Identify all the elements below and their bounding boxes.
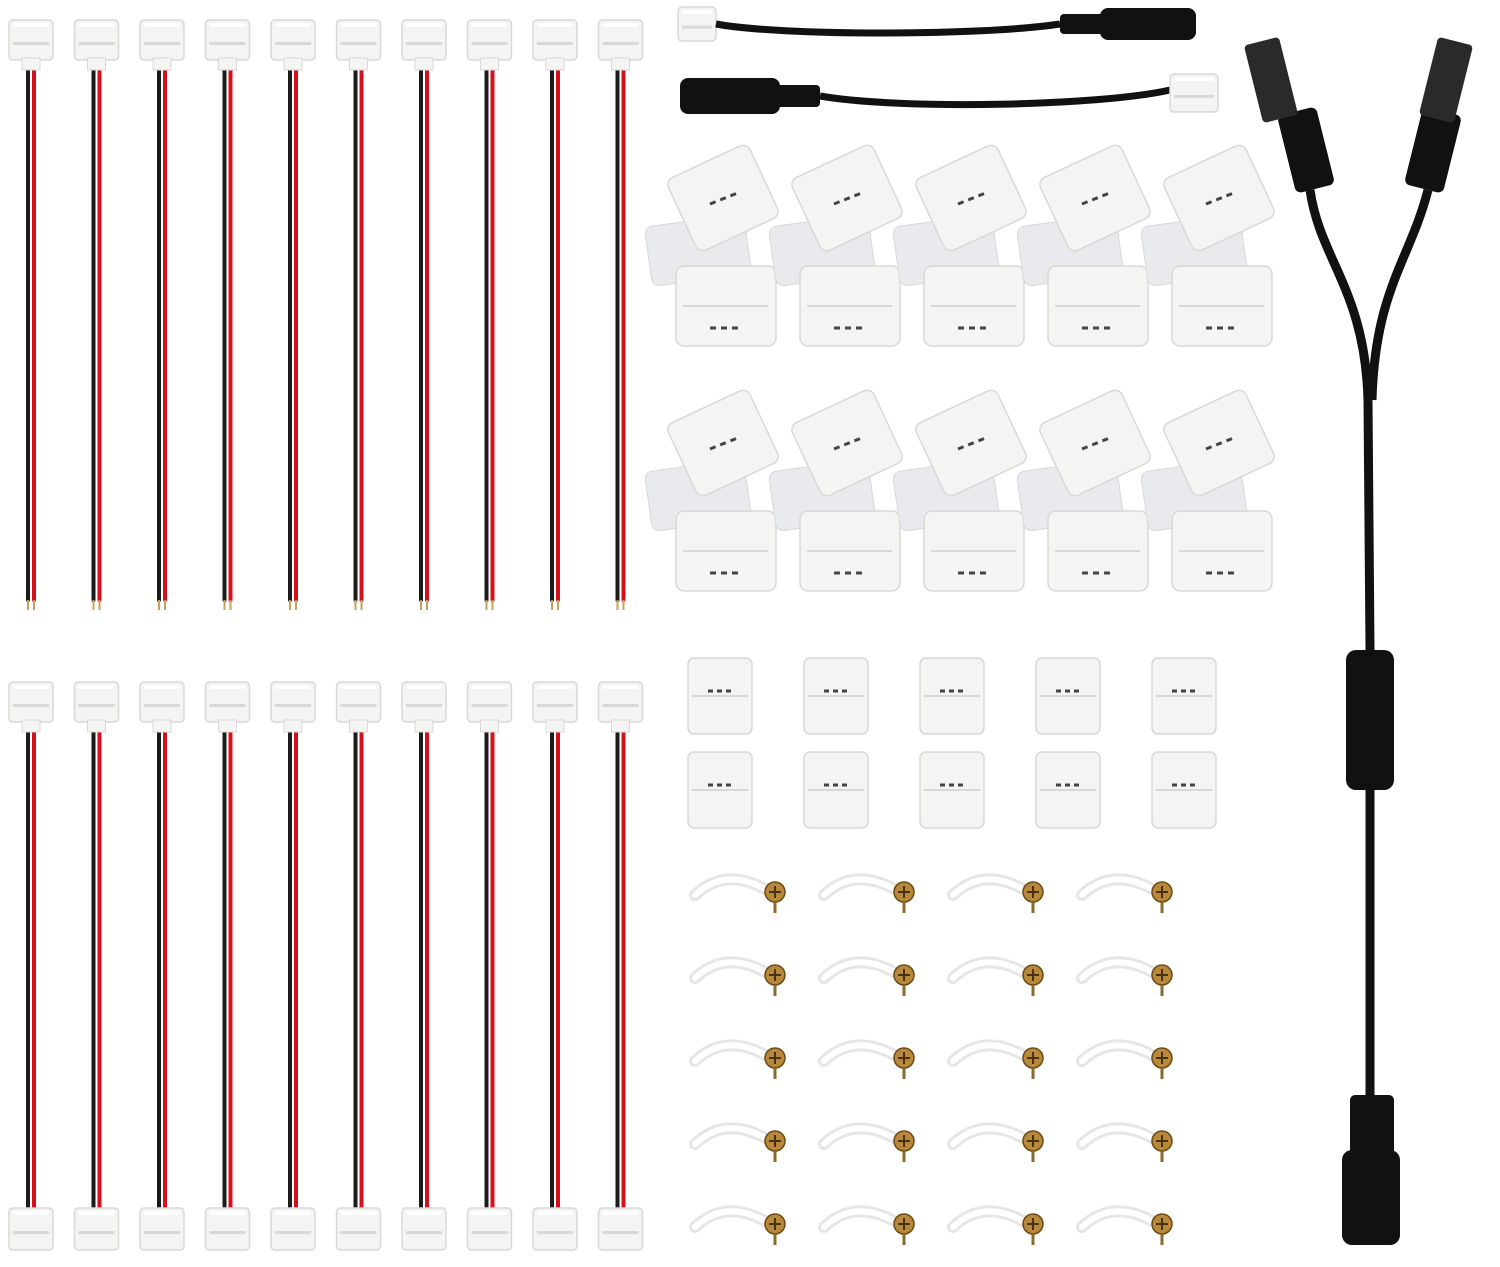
dc-adapter-cable-group xyxy=(677,6,1219,114)
mounting-clip-icon xyxy=(818,1122,915,1162)
dc-adapter-cable-icon xyxy=(680,73,1219,114)
pigtail-connector-icon xyxy=(597,19,644,610)
straight-connector-icon xyxy=(919,657,985,735)
pigtail-connector-icon xyxy=(335,19,382,610)
pigtail-connector-icon xyxy=(8,19,54,610)
double-connector-icon xyxy=(335,681,382,1251)
straight-connector-group xyxy=(687,657,1217,829)
double-connector-icon xyxy=(466,681,513,1251)
y-splitter-icon xyxy=(1244,37,1473,1245)
mounting-clip-icon xyxy=(689,1122,786,1162)
y-splitter-cable xyxy=(1244,37,1473,1245)
mounting-clip-icon xyxy=(689,1205,786,1245)
pigtail-connector-icon xyxy=(532,19,578,610)
straight-connector-icon xyxy=(687,751,753,829)
double-connector-icon xyxy=(270,681,316,1251)
mounting-clip-icon xyxy=(818,956,915,996)
l-corner-connector-icon xyxy=(644,144,779,347)
double-connector-icon xyxy=(8,681,54,1251)
double-connector-icon xyxy=(532,681,578,1251)
mounting-clip-icon xyxy=(1076,873,1173,913)
l-corner-connector-icon xyxy=(1016,389,1151,592)
mounting-clip-icon xyxy=(1076,1039,1173,1079)
pigtail-connector-icon xyxy=(270,19,316,610)
l-corner-connector-icon xyxy=(644,389,779,592)
straight-connector-icon xyxy=(803,657,869,735)
straight-connector-icon xyxy=(1151,657,1217,735)
l-corner-connector-icon xyxy=(768,144,903,347)
straight-connector-icon xyxy=(1035,657,1101,735)
mounting-clip-icon xyxy=(818,1205,915,1245)
mounting-clip-icon xyxy=(947,1039,1044,1079)
l-corner-connector-icon xyxy=(1140,389,1275,592)
straight-connector-icon xyxy=(919,751,985,829)
pigtail-connector-icon xyxy=(204,19,251,610)
l-corner-connector-group xyxy=(644,144,1275,592)
mounting-clip-icon xyxy=(947,956,1044,996)
l-corner-connector-icon xyxy=(892,389,1027,592)
straight-connector-icon xyxy=(1035,751,1101,829)
straight-connector-icon xyxy=(803,751,869,829)
double-ended-connector-group xyxy=(8,681,644,1251)
double-connector-icon xyxy=(401,681,447,1251)
double-connector-icon xyxy=(204,681,251,1251)
straight-connector-icon xyxy=(1151,751,1217,829)
pigtail-connector-icon xyxy=(466,19,513,610)
pigtail-connector-icon xyxy=(73,19,120,610)
mounting-clip-icon xyxy=(689,1039,786,1079)
mounting-clip-icon xyxy=(1076,1122,1173,1162)
dc-adapter-cable-icon xyxy=(677,6,1196,42)
pigtail-connector-icon xyxy=(401,19,447,610)
l-corner-connector-icon xyxy=(1016,144,1151,347)
double-connector-icon xyxy=(139,681,185,1251)
double-connector-icon xyxy=(597,681,644,1251)
double-connector-icon xyxy=(73,681,120,1251)
mounting-clip-icon xyxy=(818,1039,915,1079)
mounting-clip-icon xyxy=(1076,956,1173,996)
l-corner-connector-icon xyxy=(892,144,1027,347)
mounting-clip-icon xyxy=(689,873,786,913)
pigtail-connector-group xyxy=(8,19,644,610)
pigtail-connector-icon xyxy=(139,19,185,610)
l-corner-connector-icon xyxy=(768,389,903,592)
mounting-clip-icon xyxy=(1076,1205,1173,1245)
mounting-clip-icon xyxy=(818,873,915,913)
mounting-clip-icon xyxy=(947,873,1044,913)
mounting-clip-group xyxy=(689,873,1173,1245)
l-corner-connector-icon xyxy=(1140,144,1275,347)
mounting-clip-icon xyxy=(947,1205,1044,1245)
mounting-clip-icon xyxy=(947,1122,1044,1162)
straight-connector-icon xyxy=(687,657,753,735)
mounting-clip-icon xyxy=(689,956,786,996)
